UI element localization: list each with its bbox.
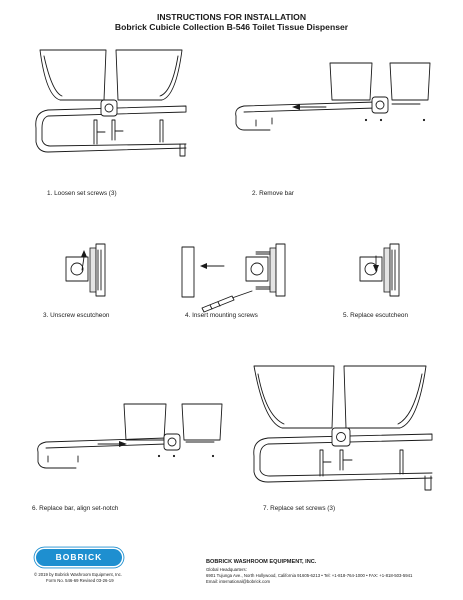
company-name: BOBRICK WASHROOM EQUIPMENT, INC. bbox=[206, 559, 317, 565]
step-6-caption: 6. Replace bar, align set-notch bbox=[32, 505, 119, 512]
form-number-text: Form No. 546-69 Revised 03-26-19 bbox=[46, 578, 114, 583]
copyright-text: © 2019 by Bobrick Washroom Equipment, In… bbox=[34, 572, 123, 577]
step-3-caption: 3. Unscrew escutcheon bbox=[43, 312, 110, 319]
company-address: 6901 Tujunga Ave., North Hollywood, Cali… bbox=[206, 573, 413, 578]
step-4-caption: 4. Insert mounting screws bbox=[185, 312, 258, 319]
page-title: INSTRUCTIONS FOR INSTALLATION bbox=[156, 12, 307, 22]
bobrick-logo: BOBRICK bbox=[36, 549, 122, 566]
logo-text: BOBRICK bbox=[55, 552, 103, 562]
step-1-caption: 1. Loosen set screws (3) bbox=[47, 190, 117, 197]
hq-label: Global Headquarters: bbox=[206, 567, 247, 572]
step-2-caption: 2. Remove bar bbox=[252, 190, 294, 197]
company-email: Email: international@bobrick.com bbox=[206, 579, 271, 584]
page-subtitle: Bobrick Cubicle Collection B-546 Toilet … bbox=[114, 22, 349, 32]
step-7-caption: 7. Replace set screws (3) bbox=[263, 505, 336, 512]
step-5-caption: 5. Replace escutcheon bbox=[343, 312, 409, 319]
